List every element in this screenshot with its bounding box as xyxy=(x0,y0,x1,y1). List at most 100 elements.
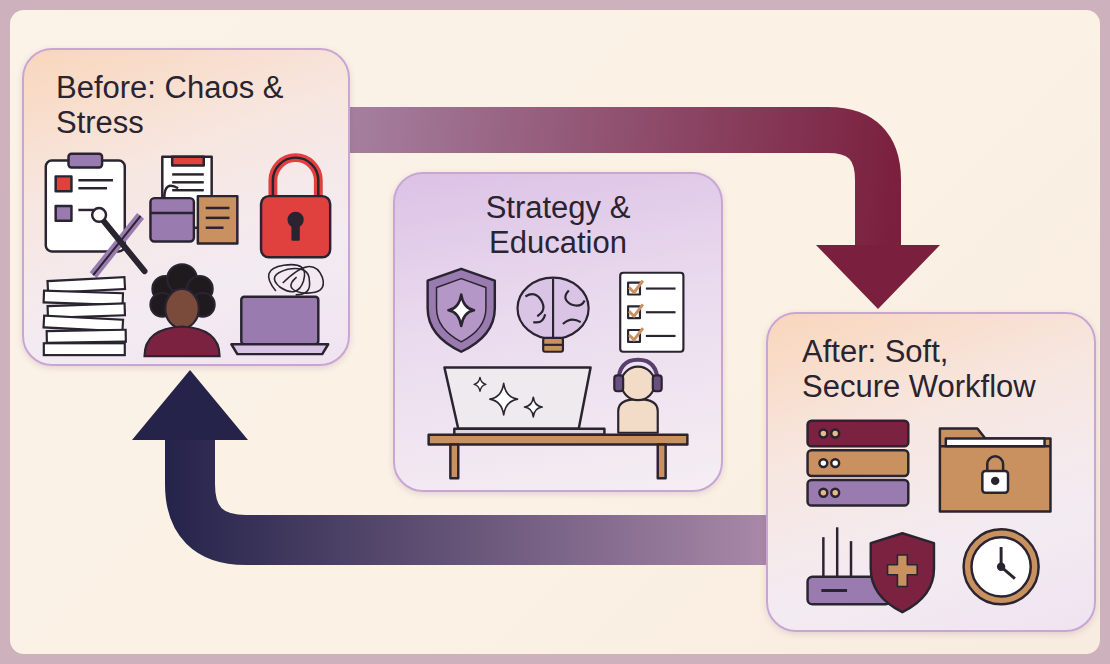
documents-icon-part xyxy=(172,157,204,166)
shield-icon-part xyxy=(448,294,474,326)
person-icon-part xyxy=(145,326,220,356)
brain-icon-part xyxy=(518,278,589,339)
locked-folder-icon-part xyxy=(940,429,1051,512)
brain-icon-part xyxy=(552,279,554,338)
server-icon-part xyxy=(819,489,827,497)
clock-icon-part xyxy=(964,529,1039,604)
router-shield-icon xyxy=(808,527,934,612)
router-shield-icon-part xyxy=(821,589,847,592)
documents-icon-part xyxy=(172,173,204,175)
server-icon-part xyxy=(831,430,839,438)
box-heading: Strategy & Education xyxy=(453,190,663,260)
stage-box: Strategy & Education xyxy=(393,172,723,492)
paper-stack-icon-part xyxy=(47,330,126,343)
box-heading: Before: Chaos & Stress xyxy=(56,70,326,140)
laptop-icon-part xyxy=(241,297,318,344)
desk-laptop-icon-part xyxy=(524,397,542,417)
box-heading: After: Soft, Secure Workflow xyxy=(802,334,1048,404)
person-icon-part xyxy=(165,289,199,328)
checklist-icon-part xyxy=(646,287,676,289)
padlock-icon-part xyxy=(273,158,318,198)
desk-laptop-icon-part xyxy=(429,435,688,445)
desk-laptop-icon xyxy=(429,368,688,479)
locked-folder-icon-part xyxy=(946,438,1045,446)
clipboard-tools-icon-part xyxy=(78,187,107,189)
person-headphones-icon-part xyxy=(618,399,658,433)
clipboard-tools-icon-part xyxy=(56,206,72,221)
laptop-icon-part xyxy=(269,265,310,295)
checklist-icon-part xyxy=(646,311,676,313)
documents-icon-part xyxy=(172,181,204,183)
checklist-icon-part xyxy=(629,328,643,340)
router-shield-icon-part xyxy=(888,555,918,587)
router-shield-icon-part xyxy=(850,541,852,577)
brain-icon xyxy=(518,278,589,352)
server-icon-part xyxy=(819,430,827,438)
padlock-icon-part xyxy=(261,196,330,257)
person-headphones-icon xyxy=(614,360,661,433)
clipboard-tools-icon-part xyxy=(68,154,102,168)
locked-folder-icon-part xyxy=(992,478,998,484)
arrow-head xyxy=(132,370,248,440)
documents-icon-part xyxy=(172,189,204,191)
desk-laptop-icon-part xyxy=(658,445,666,479)
checklist-icon-part xyxy=(620,273,683,352)
router-shield-icon-part xyxy=(871,533,934,612)
stage-box: Before: Chaos & Stress xyxy=(22,48,350,366)
paper-stack-icon xyxy=(44,277,126,355)
checklist-icon-part xyxy=(646,335,676,337)
person-headphones-icon-part xyxy=(653,375,662,391)
checklist-icon-part xyxy=(629,304,643,316)
clipboard-tools-icon-part xyxy=(93,216,140,275)
checklist-icon-part xyxy=(629,281,643,293)
server-icon-part xyxy=(808,421,909,447)
padlock-icon-part xyxy=(293,222,299,240)
documents-icon-part xyxy=(206,227,224,229)
documents-icon-part xyxy=(206,207,230,209)
desk-laptop-icon-part xyxy=(450,445,458,479)
person-headphones-icon-part xyxy=(614,375,623,391)
documents-icon-part xyxy=(150,212,193,214)
laptop-icon-part xyxy=(283,267,324,294)
server-icon xyxy=(808,421,909,506)
shield-icon-part xyxy=(437,279,486,342)
locked-folder-icon-part xyxy=(987,456,1003,472)
padlock-icon-part xyxy=(273,158,318,198)
padlock-icon xyxy=(261,158,330,258)
server-icon-part xyxy=(831,489,839,497)
server-icon-part xyxy=(831,459,839,467)
paper-stack-icon-part xyxy=(44,343,125,355)
clock-icon-part xyxy=(971,537,1030,596)
desk-laptop-icon-part xyxy=(474,377,486,391)
locked-folder-icon xyxy=(940,429,1051,512)
clipboard-tools-icon xyxy=(46,154,145,275)
brain-icon-part xyxy=(525,291,584,325)
clock-icon xyxy=(964,529,1039,604)
clipboard-tools-icon-part xyxy=(93,216,140,275)
clock-icon-part xyxy=(998,564,1004,570)
checklist-icon xyxy=(620,273,683,352)
shield-icon xyxy=(428,269,495,352)
router-shield-icon-part xyxy=(822,537,824,577)
brain-icon-part xyxy=(543,344,563,346)
laptop-icon xyxy=(231,265,328,355)
stage-box: After: Soft, Secure Workflow xyxy=(766,312,1096,632)
desk-laptop-icon-part xyxy=(444,368,590,429)
person-icon xyxy=(145,264,220,356)
documents-icon xyxy=(150,157,237,244)
person-headphones-icon-part xyxy=(621,367,655,401)
locked-folder-icon-part xyxy=(982,471,1008,493)
desk-laptop-icon-part xyxy=(490,383,518,415)
arrow-head xyxy=(816,245,940,309)
clipboard-tools-icon-part xyxy=(56,176,72,191)
router-shield-icon-part xyxy=(836,527,838,576)
documents-icon-part xyxy=(150,198,193,241)
server-icon-part xyxy=(819,459,827,467)
laptop-icon-part xyxy=(231,344,328,354)
clipboard-tools-icon-part xyxy=(92,208,106,222)
clipboard-tools-icon-part xyxy=(78,179,113,181)
documents-icon-part xyxy=(198,196,237,243)
brain-icon-part xyxy=(543,338,563,352)
clipboard-tools-icon-part xyxy=(46,161,125,252)
